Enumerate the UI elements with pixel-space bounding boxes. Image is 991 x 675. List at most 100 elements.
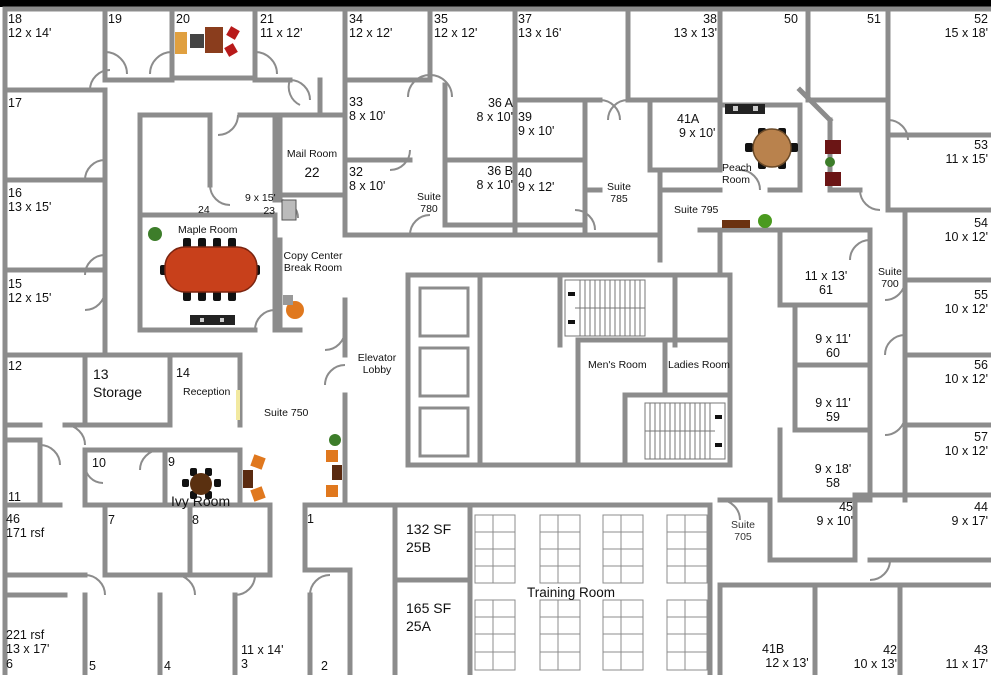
room-16-number: 16	[8, 186, 22, 200]
room-43-number: 43	[974, 643, 988, 657]
suite-780-number: 780	[420, 203, 438, 216]
suite-750-label: Suite 750	[264, 407, 309, 419]
room-44-number: 44	[974, 500, 988, 514]
room-16-size: 13 x 15'	[8, 200, 52, 215]
room-21-size: 11 x 12'	[260, 26, 303, 41]
walls	[2, 6, 991, 675]
room-52-number: 52	[974, 12, 988, 26]
room-10-number: 10	[92, 456, 106, 470]
room-9: 9	[168, 455, 175, 469]
room-54-size: 10 x 12'	[944, 230, 988, 245]
room-19-number: 19	[108, 12, 122, 26]
copy-center-line2: Break Room	[283, 262, 343, 275]
room-23-number: 23	[263, 205, 275, 218]
room-60-number: 60	[826, 346, 840, 361]
room-46-size: 171 rsf	[6, 526, 45, 541]
room-4-number: 4	[164, 659, 171, 673]
room-36b-number: 36 B	[487, 164, 513, 178]
room-57-size: 10 x 12'	[944, 444, 988, 459]
room-37-number: 37	[518, 12, 532, 26]
room-60: 9 x 11'60	[806, 332, 860, 361]
room-10: 10	[92, 456, 106, 470]
ivy-room-name: Ivy Room	[171, 493, 231, 509]
suite-700-label: Suite	[878, 266, 902, 278]
room-21-number: 21	[260, 12, 274, 26]
suite-785-label: Suite	[607, 181, 631, 193]
maple-room-name: Maple Room	[178, 224, 238, 236]
suite-780-label: Suite	[417, 191, 441, 203]
room-9-number: 9	[168, 455, 175, 469]
room-38-size: 13 x 13'	[673, 26, 717, 41]
room-61-number: 61	[819, 283, 833, 298]
room-12: 12	[8, 359, 22, 373]
room-56-number: 56	[974, 358, 988, 372]
room-6-size1: 221 rsf	[6, 628, 45, 642]
room-25b-size: 132 SF	[406, 521, 452, 537]
room-57-number: 57	[974, 430, 988, 444]
room-40-size: 9 x 12'	[518, 180, 555, 195]
room-20-furniture	[175, 26, 240, 57]
room-7-number: 7	[108, 513, 115, 527]
room-50-number: 50	[784, 12, 798, 26]
copy-center-furniture	[281, 199, 304, 319]
room-15-size: 12 x 15'	[8, 291, 52, 306]
room-24-number: 24	[198, 204, 210, 216]
room-8-number: 8	[192, 513, 199, 527]
room-6-size2: 13 x 17'	[6, 642, 50, 657]
ivy-room-furniture	[182, 468, 221, 499]
copy-center-line1: Copy Center	[283, 250, 343, 262]
room-14-number: 14	[176, 366, 190, 380]
room-15-number: 15	[8, 277, 22, 291]
maple-room: Maple Room	[178, 224, 238, 236]
room-25a-number: 25A	[406, 618, 431, 635]
room-11-number: 11	[8, 490, 21, 504]
room-42-number: 42	[883, 643, 897, 657]
training-room-name: Training Room	[527, 585, 616, 600]
suite-705-label: Suite	[731, 519, 755, 531]
room-1: 1	[307, 512, 314, 526]
room-35-number: 35	[434, 12, 448, 26]
room-51: 51	[867, 12, 881, 26]
door-swings	[39, 51, 909, 596]
ladies-room: Ladies Room	[668, 359, 730, 371]
room-58: 9 x 18'58	[806, 462, 860, 491]
suite-750: Suite 750	[264, 407, 308, 419]
room-6-number: 6	[6, 656, 13, 671]
room-46-number: 46	[6, 512, 20, 526]
mens-room: Men's Room	[588, 359, 647, 371]
mail-room-number: 22	[304, 165, 320, 181]
room-35-size: 12 x 12'	[434, 26, 478, 41]
suite-795-furniture	[722, 214, 772, 228]
elevators	[418, 286, 470, 458]
mens-room-name: Men's Room	[588, 359, 647, 371]
room-1-number: 1	[307, 512, 314, 526]
room-43-size: 11 x 17'	[945, 657, 988, 672]
suite-795: Suite 795	[674, 204, 718, 216]
room-59-number: 59	[826, 410, 840, 425]
room-14-name: Reception	[183, 386, 231, 399]
room-18-size: 12 x 14'	[8, 26, 52, 41]
elevator-lobby-line1: Elevator	[357, 352, 397, 364]
room-61: 11 x 13'61	[798, 269, 854, 298]
room-38-number: 38	[703, 12, 717, 26]
reception-desk	[236, 390, 240, 420]
room-59-size: 9 x 11'	[815, 396, 851, 410]
peach-room-furniture	[725, 104, 841, 186]
room-34-size: 12 x 12'	[349, 26, 393, 41]
